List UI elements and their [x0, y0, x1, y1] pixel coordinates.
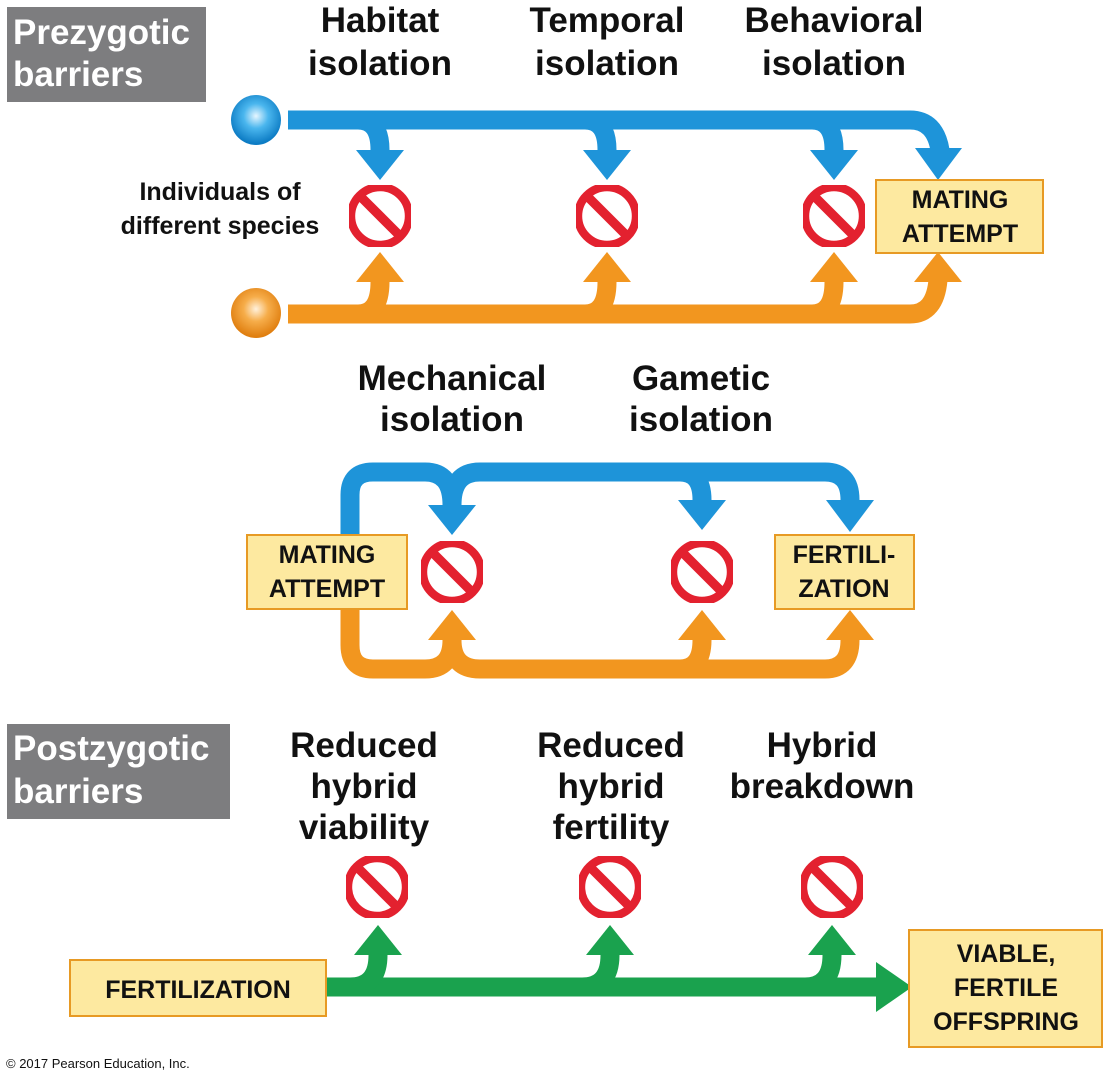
- viable-offspring-box: VIABLE, FERTILE OFFSPRING: [908, 929, 1103, 1048]
- green-arrowheads: [354, 925, 912, 1012]
- offspring-line2: FERTILE: [954, 974, 1058, 1002]
- mating-attempt-2-line1: MATING: [279, 541, 376, 569]
- habitat-block-no-entry-icon: [351, 187, 409, 245]
- mating-attempt-1-line2: ATTEMPT: [902, 220, 1018, 248]
- mating-attempt-box-2: MATING ATTEMPT: [246, 534, 408, 610]
- green-pathway: [325, 954, 880, 997]
- blue-arrowheads-row1: [356, 148, 962, 180]
- fertilization-2-label: FERTILIZATION: [105, 976, 291, 1004]
- reduced-fertility-line3: fertility: [553, 808, 670, 847]
- fertilization-box-2: FERTILIZATION: [69, 959, 327, 1017]
- reduced-viability-line3: viability: [299, 808, 430, 847]
- orange-arrowheads-row2: [428, 610, 874, 640]
- fertilization-1-line2: ZATION: [798, 575, 889, 603]
- habitat-isolation-line1: Habitat: [321, 1, 440, 40]
- temporal-isolation-line2: isolation: [535, 44, 679, 83]
- reduced-fertility-block-no-entry-icon: [581, 858, 639, 916]
- hybrid-breakdown-line2: breakdown: [730, 767, 915, 806]
- orange-arrowheads-row1: [356, 252, 962, 282]
- gametic-isolation-line1: Gametic: [632, 359, 770, 398]
- orange-species-dot-icon: [231, 288, 281, 338]
- reduced-viability-block-no-entry-icon: [348, 858, 406, 916]
- habitat-isolation-line2: isolation: [308, 44, 452, 83]
- behavioral-block-no-entry-icon: [805, 187, 863, 245]
- orange-pathway-row2: [340, 608, 860, 679]
- individuals-label-line1: Individuals of: [139, 178, 301, 206]
- individuals-label-line2: different species: [121, 212, 320, 240]
- postzygotic-label-box: Postzygotic barriers: [7, 724, 230, 819]
- offspring-line1: VIABLE,: [957, 940, 1056, 968]
- postzygotic-label-line2: barriers: [13, 772, 143, 811]
- reduced-viability-line2: hybrid: [311, 767, 418, 806]
- gametic-isolation-line2: isolation: [629, 400, 773, 439]
- mating-attempt-2-line2: ATTEMPT: [269, 575, 385, 603]
- reduced-fertility-line2: hybrid: [558, 767, 665, 806]
- mechanical-isolation-line1: Mechanical: [358, 359, 547, 398]
- orange-pathway-row1: [288, 278, 948, 324]
- fertilization-box-1: FERTILI- ZATION: [774, 534, 915, 610]
- reduced-fertility-line1: Reduced: [537, 726, 685, 765]
- fertilization-1-line1: FERTILI-: [793, 541, 896, 569]
- mating-attempt-1-line1: MATING: [912, 186, 1009, 214]
- behavioral-isolation-line2: isolation: [762, 44, 906, 83]
- postzygotic-label-line1: Postzygotic: [13, 729, 209, 768]
- temporal-isolation-line1: Temporal: [530, 1, 685, 40]
- blue-pathway-row1: [288, 110, 950, 153]
- blue-pathway-row2: [340, 462, 860, 535]
- hybrid-breakdown-block-no-entry-icon: [803, 858, 861, 916]
- hybrid-breakdown-line1: Hybrid: [767, 726, 878, 765]
- copyright-text: © 2017 Pearson Education, Inc.: [6, 1056, 190, 1071]
- mechanical-block-no-entry-icon: [423, 543, 481, 601]
- blue-arrowheads-row2: [428, 500, 874, 535]
- mating-attempt-box-1: MATING ATTEMPT: [875, 179, 1044, 254]
- gametic-block-no-entry-icon: [673, 543, 731, 601]
- offspring-line3: OFFSPRING: [933, 1008, 1079, 1036]
- reduced-viability-line1: Reduced: [290, 726, 438, 765]
- prezygotic-label-line1: Prezygotic: [13, 13, 190, 52]
- prezygotic-label-line2: barriers: [13, 55, 143, 94]
- temporal-block-no-entry-icon: [578, 187, 636, 245]
- mechanical-isolation-line2: isolation: [380, 400, 524, 439]
- blue-species-dot-icon: [231, 95, 281, 145]
- prezygotic-label-box: Prezygotic barriers: [7, 7, 206, 102]
- behavioral-isolation-line1: Behavioral: [745, 1, 924, 40]
